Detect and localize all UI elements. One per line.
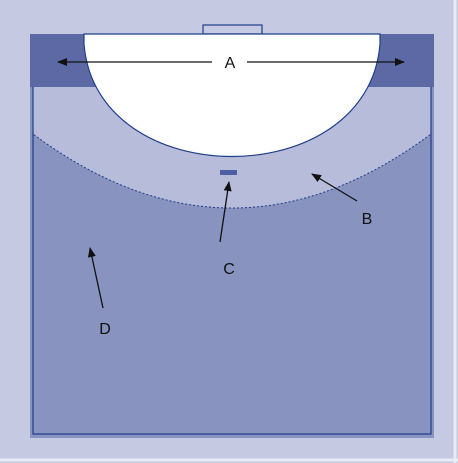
- arrow-c: [219, 181, 232, 243]
- label-c: C: [223, 261, 235, 278]
- goal-area: [83, 33, 381, 158]
- label-b: B: [362, 211, 373, 228]
- arrow-b: [311, 173, 358, 202]
- label-d: D: [99, 321, 111, 338]
- arrow-d: [87, 247, 104, 309]
- penalty-mark: [220, 170, 237, 175]
- label-a: A: [225, 55, 236, 72]
- free-throw-line: [32, 87, 432, 209]
- court-boundary: [32, 87, 432, 435]
- goal: [202, 24, 263, 35]
